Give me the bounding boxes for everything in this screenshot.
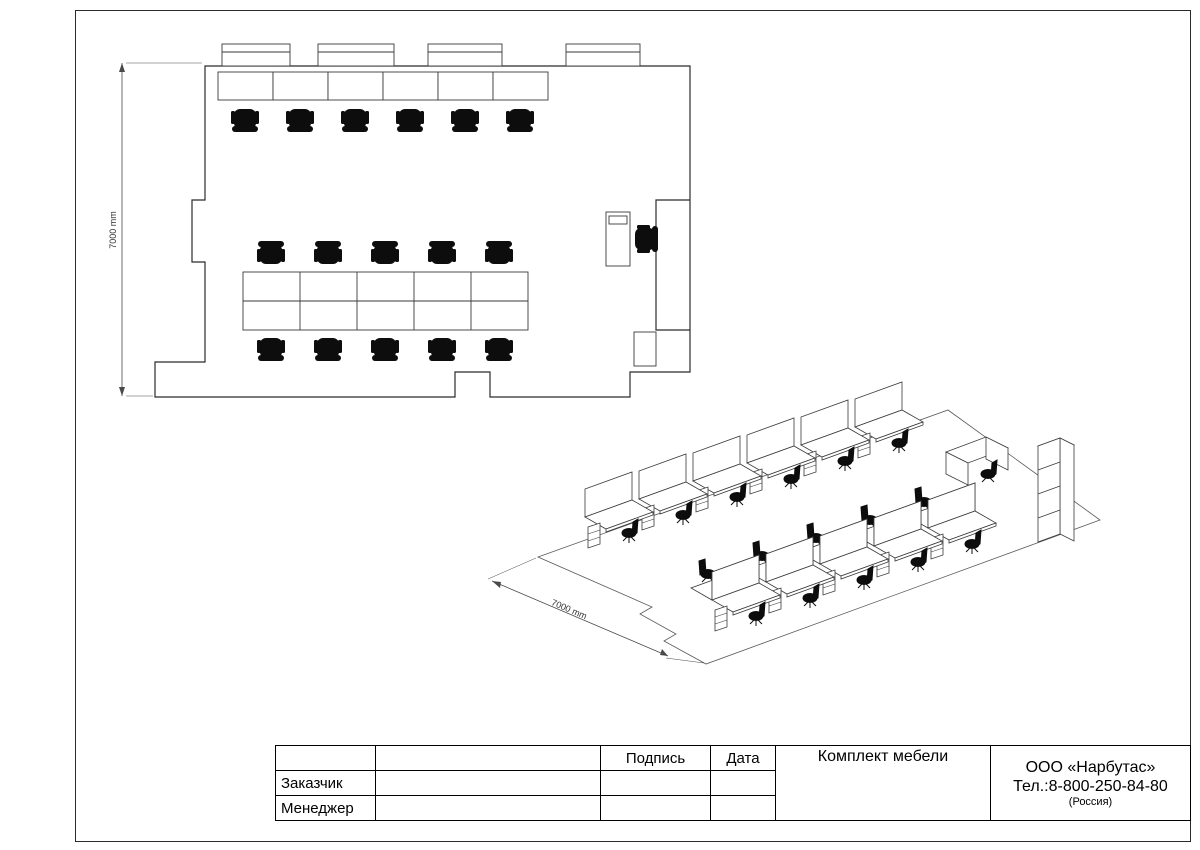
customer-date-cell [710,770,776,796]
floor-plan-2d: 7000 mm [108,43,691,398]
manager-signature-cell [600,795,711,821]
iso-shelf-unit [1036,437,1076,543]
sheet-frame [75,10,1191,842]
plan-cabinet [633,331,657,367]
manager-label: Менеджер [275,795,376,821]
plan-manager-chair [635,225,658,253]
company-country: (Россия) [1068,795,1113,808]
plan-manager-desk [605,211,631,267]
plan-chairs-center-upper [257,241,513,264]
empty-label-cell [275,745,376,771]
date-header: Дата [710,745,776,771]
plan-dimension [119,62,202,397]
plan-walls [154,65,691,398]
plan-chairs-center-lower [257,338,513,361]
manager-name-cell [375,795,601,821]
title-block: Подпись Дата Комплект мебели ООО «Нарбут… [275,745,1191,821]
isometric-view: 7000 mm [487,381,1101,665]
customer-name-cell [375,770,601,796]
company-phone: Тел.:8-800-250-84-80 [1013,777,1168,795]
plan-desk-bench-center [242,271,529,331]
iso-manager-desk [945,436,1009,486]
manager-date-cell [710,795,776,821]
signature-header: Подпись [600,745,711,771]
plan-desk-row-top [217,71,549,101]
iso-dimension-label: 7000 mm [550,597,588,621]
iso-dimension [487,557,705,664]
empty-name-cell [375,745,601,771]
company-info: ООО «Нарбутас» Тел.:8-800-250-84-80 (Рос… [990,745,1191,821]
plan-chairs-top-row [231,109,534,132]
company-name: ООО «Нарбутас» [1025,758,1156,776]
drawing-title: Комплект мебели [775,745,991,821]
customer-label: Заказчик [275,770,376,796]
plan-wall-cabinets [221,43,641,67]
customer-signature-cell [600,770,711,796]
plan-dimension-label: 7000 mm [108,211,118,249]
